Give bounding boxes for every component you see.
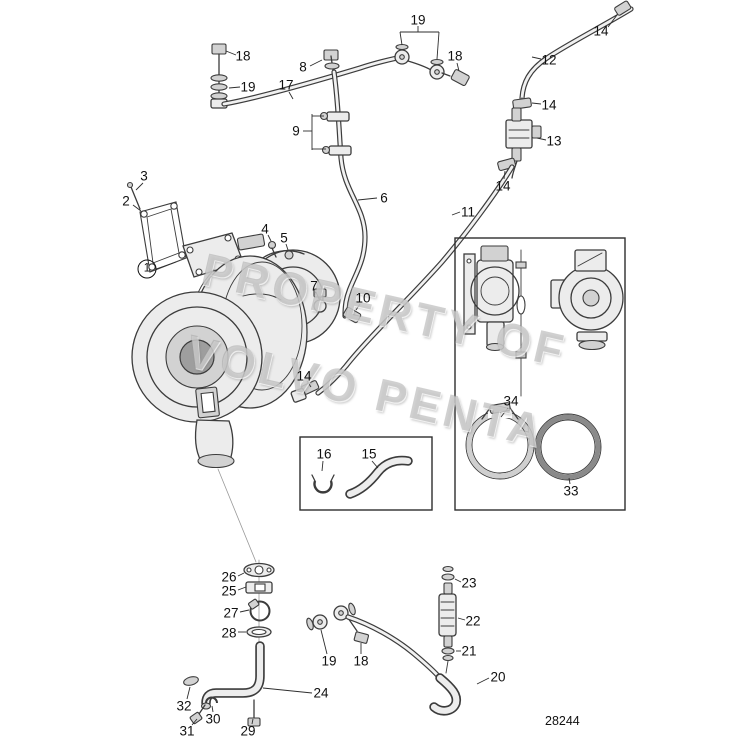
leader-line-31 <box>191 718 198 726</box>
leader-line-18 <box>225 50 237 56</box>
leader-line-13 <box>536 137 547 141</box>
leader-line-6 <box>357 197 378 201</box>
leader-line-14 <box>306 380 312 388</box>
control-valve-13 <box>505 107 542 162</box>
leader-line-19 <box>399 31 403 46</box>
leader-line-24 <box>262 687 313 694</box>
leader-line-18 <box>456 62 460 72</box>
leader-line-32 <box>186 686 191 700</box>
v-band-clamp-34 <box>465 402 535 480</box>
leader-line-15 <box>371 460 379 469</box>
exhaust-gasket-2 <box>126 181 187 273</box>
leader-line-7 <box>315 291 320 300</box>
leader-line-29 <box>251 718 254 725</box>
leader-line-30 <box>211 705 214 713</box>
drain-pipe-assembly <box>183 559 275 727</box>
turbocharger <box>131 232 362 469</box>
leader-line-16 <box>321 460 324 472</box>
leader-line-19 <box>320 629 328 655</box>
vacuum-hose-12 <box>512 0 634 112</box>
leader-line-19 <box>436 31 440 60</box>
leader-line-25 <box>237 586 247 591</box>
vacuum-hose-11 <box>290 157 518 403</box>
leader-line-8 <box>309 59 323 67</box>
leader-line-22 <box>457 617 466 621</box>
inset-box-turbo-side-views <box>454 237 626 511</box>
leader-line-34 <box>500 407 509 418</box>
leader-line-5 <box>285 243 289 251</box>
inset-box-hose-and-clip <box>299 436 433 511</box>
figure-number: 28244 <box>545 714 580 728</box>
leader-line-14 <box>503 170 506 180</box>
alignment-guide-line <box>217 468 257 563</box>
banjo-fittings-19-top <box>394 43 470 87</box>
leader-line-14 <box>607 14 618 28</box>
leader-line-19 <box>228 86 241 89</box>
leader-line-10 <box>355 303 361 311</box>
leader-line-11 <box>451 211 461 216</box>
check-valve-22 <box>438 565 457 674</box>
leader-line-1 <box>155 261 177 270</box>
leader-line-4 <box>267 234 272 242</box>
oil-return-pipe-6-assembly <box>319 49 368 319</box>
oil-feed-pipe-17 <box>221 55 400 107</box>
leader-line-27 <box>239 609 250 613</box>
leader-line-17 <box>288 91 294 100</box>
callout-leader-lines <box>132 14 618 726</box>
leader-line-12 <box>531 56 542 60</box>
leader-line-33 <box>568 477 571 485</box>
return-hose-assembly <box>306 602 462 716</box>
leader-line-14 <box>531 102 542 105</box>
leader-line-2 <box>132 204 142 212</box>
leader-line-3 <box>135 182 144 191</box>
leader-line-23 <box>454 578 462 583</box>
leader-line-26 <box>237 572 245 577</box>
leader-line-20 <box>476 677 490 685</box>
seal-ring-33 <box>534 413 602 481</box>
banjo-bolt-18-washers-19-top-left <box>210 43 228 109</box>
